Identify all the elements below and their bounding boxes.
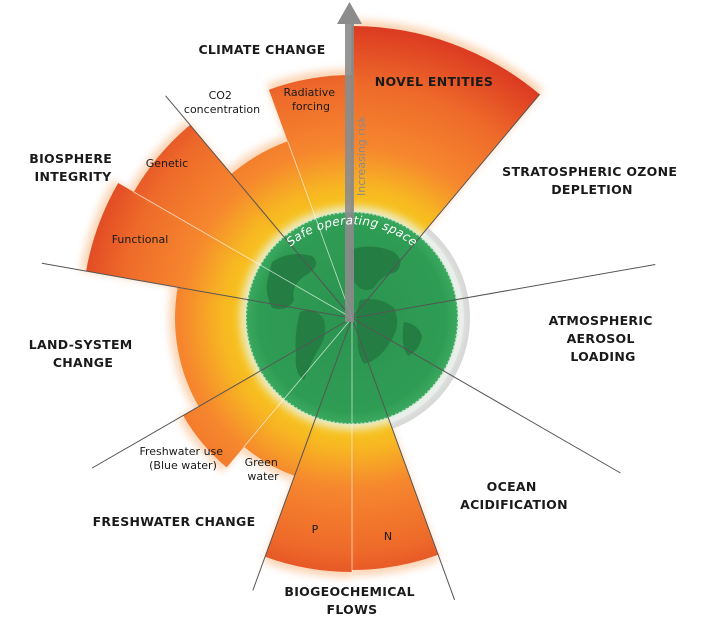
label-biosphere-integrity: BIOSPHERE INTEGRITY: [29, 151, 117, 184]
label-aerosol-loading: ATMOSPHERIC AEROSOL LOADING: [549, 313, 658, 364]
sub-dividers: [133, 141, 353, 572]
divider-line: [351, 317, 621, 474]
sub-divider-line: [243, 317, 353, 447]
earth-continents: [266, 246, 422, 380]
label-land-system-change: LAND-SYSTEM CHANGE: [29, 337, 137, 370]
divider-line: [252, 317, 353, 591]
label-climate-change: CLIMATE CHANGE: [198, 42, 325, 57]
label-co2-concentration: CO2 concentration: [184, 89, 260, 116]
label-green-water: Green water: [245, 456, 282, 483]
label-nitrogen: N: [384, 530, 392, 543]
divider-line: [91, 317, 353, 469]
label-radiative-forcing: Radiative forcing: [283, 86, 338, 113]
label-functional: Functional: [112, 233, 169, 246]
sub-divider-line: [133, 191, 353, 319]
divider-line: [351, 264, 656, 319]
label-biogeochemical-flows: BIOGEOCHEMICAL FLOWS: [284, 584, 419, 617]
label-novel-entities: NOVEL ENTITIES: [375, 74, 493, 89]
sub-divider-line: [287, 141, 353, 319]
divider-line: [41, 262, 353, 319]
label-blue-water: Freshwater use (Blue water): [139, 445, 226, 472]
label-genetic: Genetic: [146, 157, 188, 170]
label-ozone-depletion: STRATOSPHERIC OZONE DEPLETION: [502, 164, 682, 197]
divider-line: [351, 317, 456, 601]
label-phosphorus: P: [312, 523, 319, 536]
divider-line: [165, 95, 353, 319]
increasing-risk-arrow: Increasing risk: [337, 2, 368, 322]
label-freshwater-change: FRESHWATER CHANGE: [93, 514, 256, 529]
label-ocean-acidification: OCEAN ACIDIFICATION: [460, 479, 568, 512]
increasing-risk-label: Increasing risk: [355, 115, 368, 196]
divider-line: [351, 93, 541, 319]
